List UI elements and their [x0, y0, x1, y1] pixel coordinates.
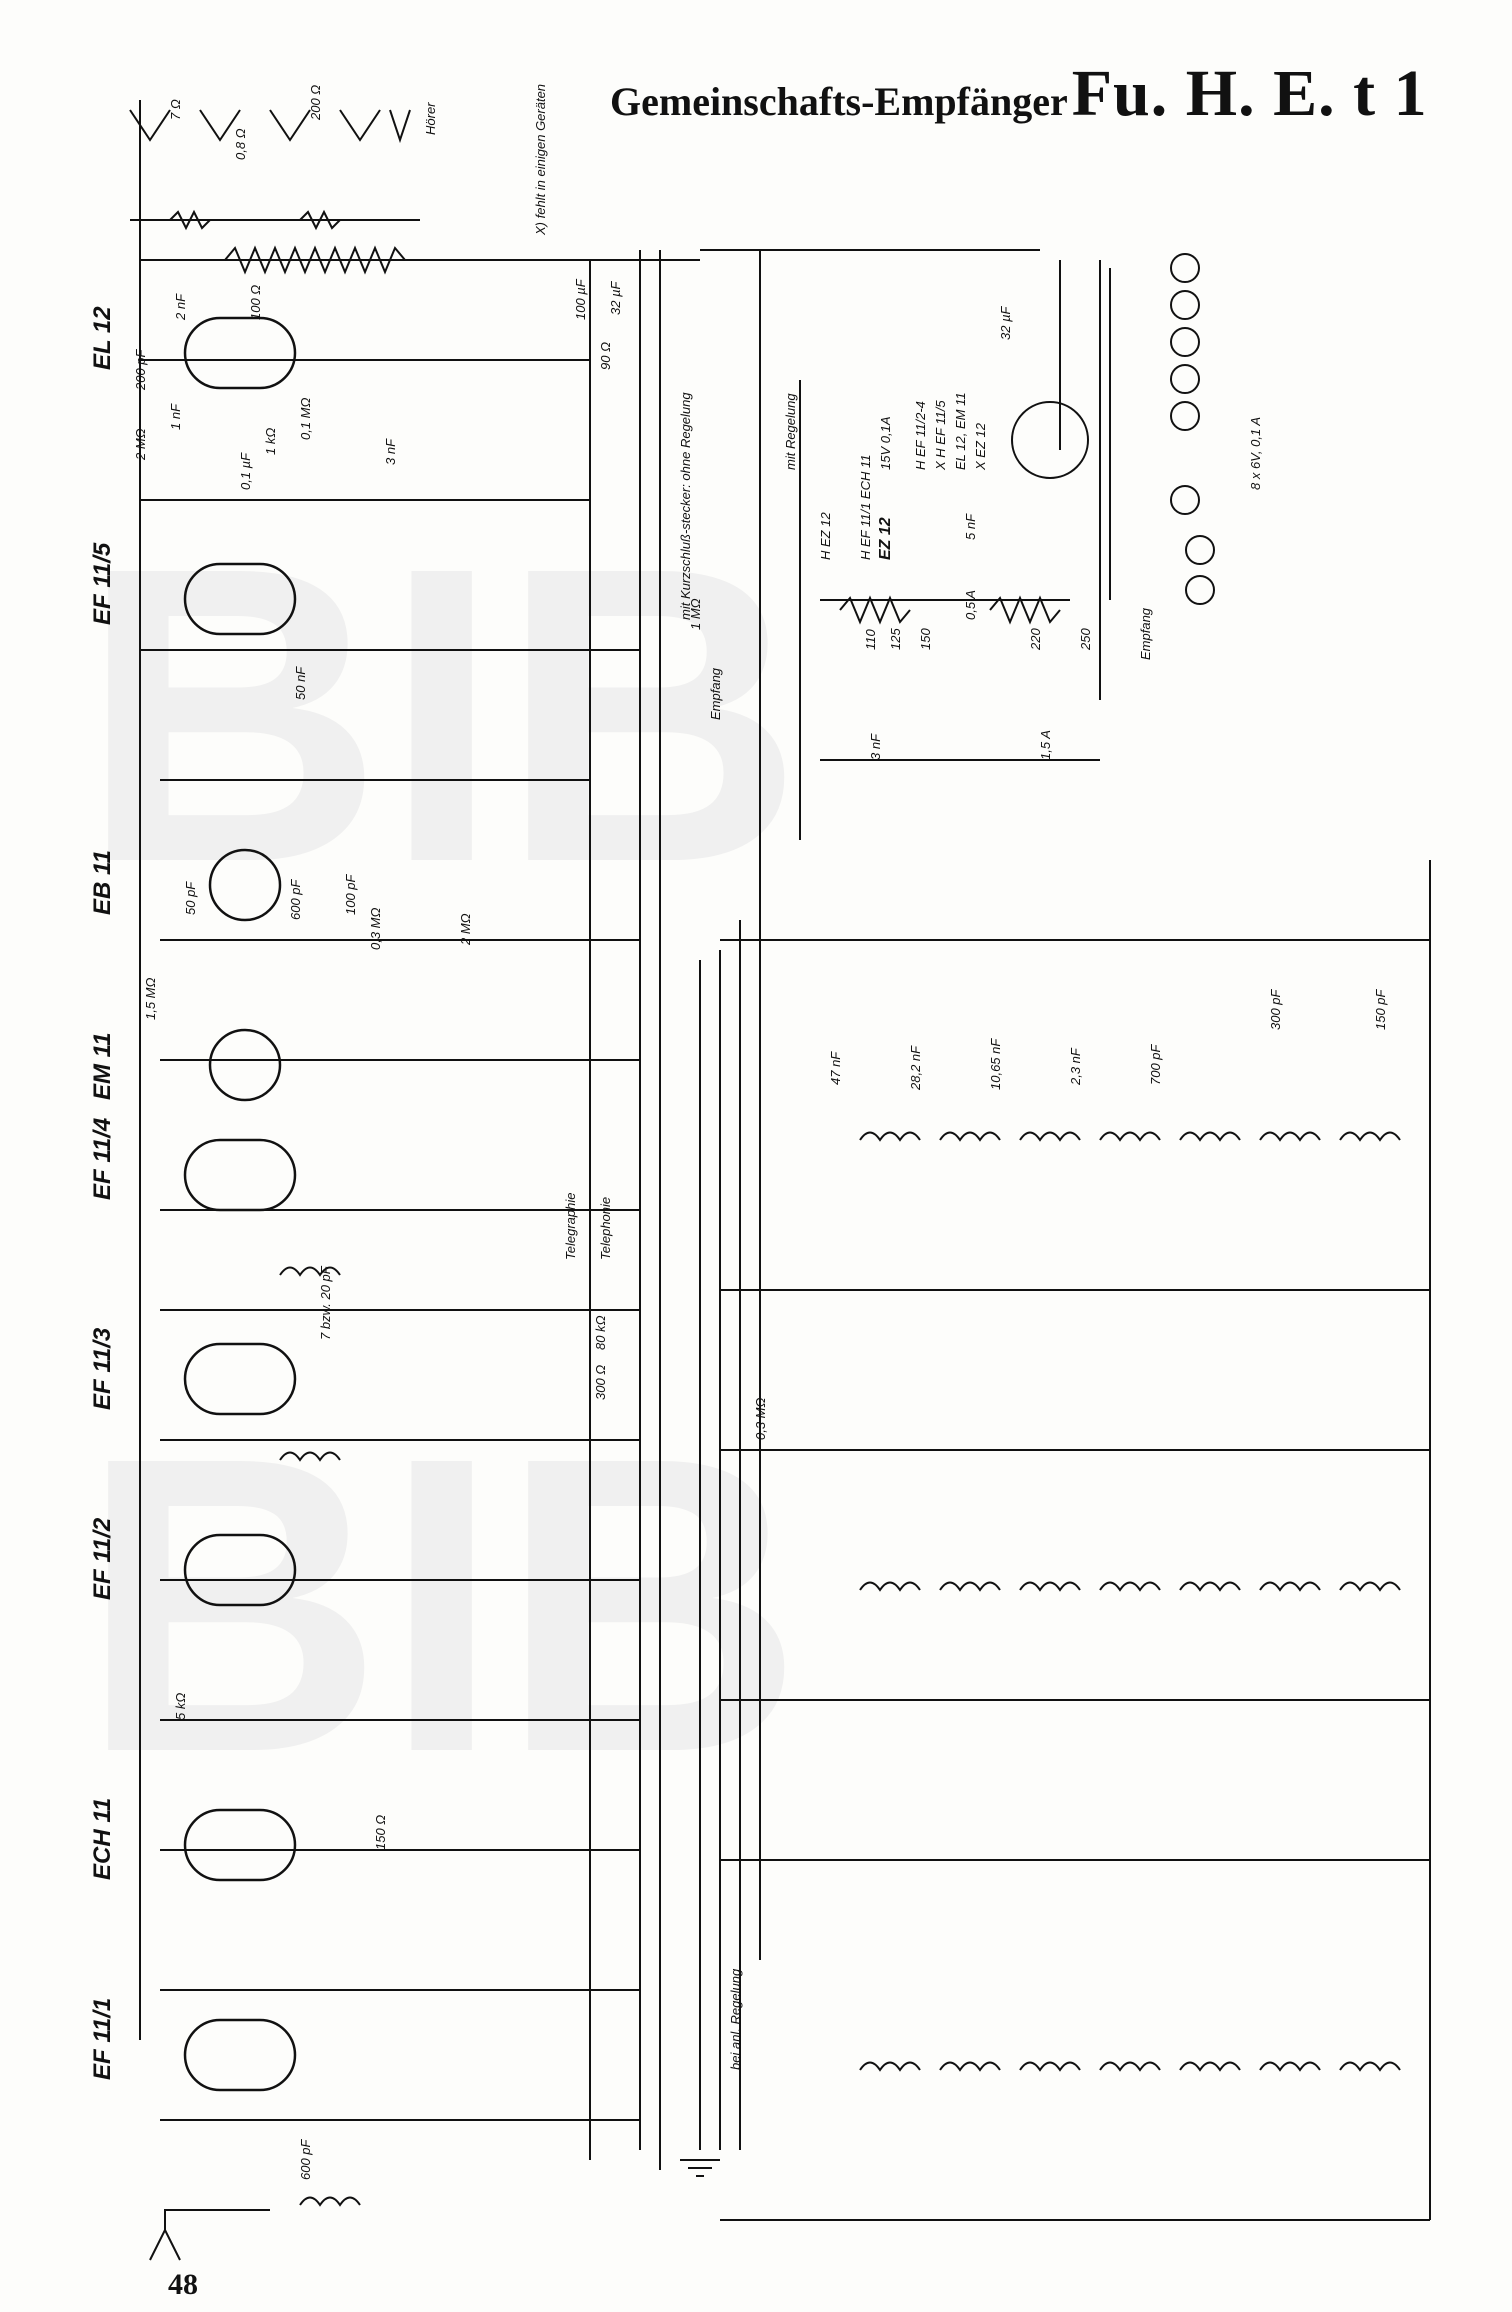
tap-label-150: 150 [918, 628, 933, 650]
short-circuit-plug-label: mit Kurzschluß-stecker: ohne Regelung [678, 392, 693, 620]
label-c19: 700 pF [1148, 1043, 1163, 1085]
label-r8: 90 Ω [598, 342, 613, 370]
tube-labels: EL 12 EF 11/5 EB 11 EM 11 EF 11/4 EF 11/… [89, 306, 894, 2080]
label-r3: 0,8 Ω [233, 128, 248, 160]
tube-label-ef11-3: EF 11/3 [89, 1327, 116, 1410]
label-c10: 600 pF [288, 878, 303, 920]
label-c1: 2 nF [173, 293, 188, 321]
page-number: 48 [168, 2268, 198, 2301]
title-model: Fu. H. E. t 1 [1071, 57, 1428, 130]
label-c16: 28,2 nF [908, 1045, 923, 1091]
lamps-label: 8 x 6V, 0,1 A [1248, 417, 1263, 490]
bei-anl-label: bei anl. Regelung [728, 1968, 743, 2070]
telegraphy-label: Telegraphie [563, 1193, 578, 1260]
heater-label-4: X H EF 11/5 [933, 400, 948, 471]
tube-el12 [183, 316, 297, 390]
coil-banks [149, 1131, 1401, 2261]
tube-label-ef11-4: EF 11/4 [89, 1118, 116, 1200]
label-r7: 0,1 MΩ [298, 397, 313, 440]
fuse-label-2: 0,5 A [963, 590, 978, 620]
label-c11: 100 pF [343, 873, 358, 915]
label-c22: 5 nF [963, 513, 978, 540]
label-r6: 1 kΩ [263, 428, 278, 455]
label-c21: 150 pF [1373, 988, 1388, 1030]
label-r1: 7 Ω [168, 99, 183, 120]
label-c17: 10,65 nF [988, 1038, 1003, 1090]
label-r15: 0,3 MΩ [753, 1397, 768, 1440]
heater-label-5: EL 12, EM 11 [953, 392, 968, 470]
label-c9: 50 nF [293, 666, 308, 700]
wiring [129, 100, 1431, 2221]
tube-ef11-3 [183, 1342, 297, 1416]
label-c3: 1 nF [168, 403, 183, 430]
label-c2: 200 pF [133, 348, 148, 391]
tube-label-el12: EL 12 [89, 306, 116, 370]
component-labels: 7 Ω 200 Ω 0,8 Ω 2 nF 100 Ω 200 pF 1 nF 2… [133, 85, 1388, 2180]
tube-eb11 [208, 848, 282, 922]
tap-label-125: 125 [888, 628, 903, 650]
tube-label-em11: EM 11 [89, 1032, 116, 1100]
label-r2: 200 Ω [308, 85, 323, 121]
title-prefix: Gemeinschafts-Empfänger [610, 79, 1068, 124]
label-r10: 1,5 MΩ [143, 977, 158, 1020]
tube-ech11 [183, 1808, 297, 1882]
indicator-lamps [1109, 253, 1215, 605]
missing-note: X) fehlt in einigen Geräten [533, 84, 548, 236]
label-r16: 5 kΩ [173, 1693, 188, 1720]
label-r14: 150 Ω [373, 1815, 388, 1850]
tube-label-ez12: EZ 12 [877, 517, 894, 560]
tube-label-eb11: EB 11 [89, 850, 116, 915]
tube-symbols [183, 316, 297, 2092]
tube-em11 [208, 1028, 282, 1102]
label-c20: 300 pF [1268, 988, 1283, 1030]
tube-ef11-5 [183, 562, 297, 636]
label-r5: 2 MΩ [133, 428, 148, 461]
tap-label-250: 250 [1078, 628, 1093, 651]
svg-text:BIB: BIB [80, 1371, 803, 1840]
page-title: Gemeinschafts-Empfänger Fu. H. E. t 1 [610, 56, 1428, 132]
label-r4: 100 Ω [248, 285, 263, 320]
label-c13: 7 bzw. 20 pF [318, 1265, 333, 1340]
reception-label-2: Empfang [1138, 607, 1153, 660]
label-c8: 32 µF [998, 305, 1013, 340]
rectifier-h-label: H EZ 12 [818, 512, 833, 560]
tube-ef11-2 [183, 1533, 297, 1607]
label-c4: 3 nF [383, 438, 398, 465]
heater-label-2: 15V 0,1A [878, 417, 893, 471]
label-c6: 100 µF [573, 278, 588, 320]
heater-label-6: X EZ 12 [973, 422, 988, 471]
label-c18: 2,3 nF [1068, 1047, 1083, 1086]
regulation-label: mit Regelung [783, 393, 798, 470]
reception-label: Empfang [708, 667, 723, 720]
label-c23: 3 nF [868, 733, 883, 760]
label-r12: 80 kΩ [593, 1315, 608, 1350]
fuse-label-1: 1,5 A [1038, 730, 1053, 760]
tube-label-ech11: ECH 11 [89, 1798, 116, 1880]
heater-label-3: H EF 11/2-4 [913, 401, 928, 470]
annotations: Hörer X) fehlt in einigen Geräten mit Re… [423, 84, 1263, 2070]
label-c14: 600 pF [298, 2138, 313, 2180]
heater-label-1: H EF 11/1 ECH 11 [858, 455, 873, 561]
tap-label-220: 220 [1028, 628, 1043, 651]
label-c12: 50 pF [183, 881, 198, 915]
headphones-label: Hörer [423, 102, 438, 135]
telephony-label: Telephonie [598, 1197, 613, 1260]
tap-label-110: 110 [863, 629, 878, 650]
tube-label-ef11-1: EF 11/1 [89, 1998, 116, 2080]
label-c5: 0,1 µF [238, 452, 253, 490]
label-r11: 2 MΩ [458, 913, 473, 946]
tube-label-ef11-2: EF 11/2 [89, 1517, 116, 1600]
label-c7: 32 µF [608, 280, 623, 315]
tube-label-ef11-5: EF 11/5 [89, 542, 116, 625]
label-c15: 47 nF [828, 1051, 843, 1085]
tube-ef11-4 [183, 1138, 297, 1212]
svg-text:BIB: BIB [80, 481, 803, 950]
watermark: BIB BIB [80, 481, 803, 1840]
label-r9: 0,3 MΩ [368, 907, 383, 950]
tube-ef11-1 [183, 2018, 297, 2092]
label-r17: 1 MΩ [688, 598, 703, 630]
label-r13: 300 Ω [593, 1365, 608, 1400]
